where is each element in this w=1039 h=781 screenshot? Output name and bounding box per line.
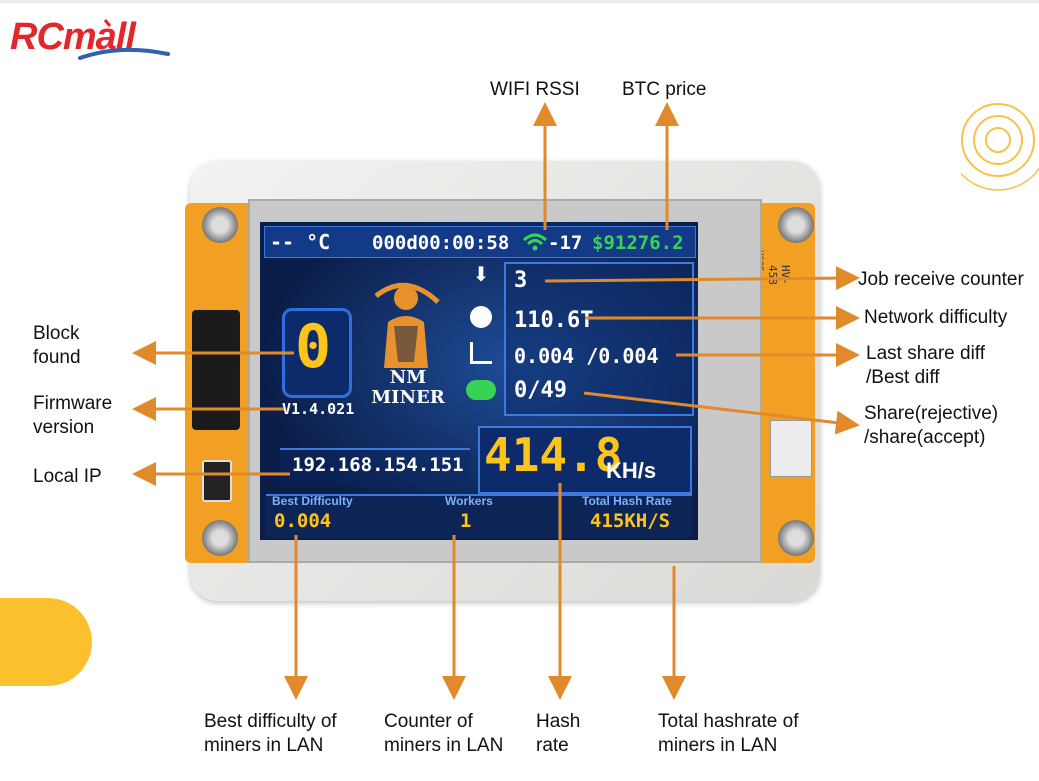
label-local-ip: Local IP [33, 466, 102, 487]
hashrate-box [478, 426, 692, 494]
lcd-bottom-bar [266, 494, 692, 538]
stats-panel [504, 262, 694, 416]
lcd-screen: -- °C 000d00:00:58 -17 $91276.2 0 V1.4.0… [260, 222, 698, 540]
right-component [770, 420, 812, 477]
label-hash-rate: Hash rate [536, 711, 581, 756]
decorative-rings-icon [947, 95, 1039, 191]
miner-logo-text: NM MINER [371, 367, 445, 408]
screw-top-left [202, 207, 238, 243]
label-counter-lan: Counter of miners in LAN [384, 711, 504, 756]
label-wifi-rssi: WIFI RSSI [490, 79, 580, 100]
total-hash-readout: 415KH/S [590, 510, 671, 532]
screw-bottom-left [202, 520, 238, 556]
job-counter-readout: 3 [514, 268, 528, 293]
label-last-share-diff: Last share diff /Best diff [866, 343, 986, 388]
label-firmware-version: Firmware version [33, 393, 113, 438]
label-btc-price: BTC price [622, 79, 707, 100]
workers-readout: 1 [460, 510, 472, 532]
download-icon: ⬇ [472, 264, 490, 286]
ip-box [280, 448, 470, 486]
screw-top-right [778, 207, 814, 243]
side-connector [202, 460, 232, 502]
shares-readout: 0/49 [514, 378, 567, 403]
hashrate-unit: KH/s [606, 458, 657, 483]
label-best-difficulty-lan: Best difficulty of miners in LAN [204, 711, 337, 756]
brand-logo: RCmall [10, 14, 180, 64]
local-ip-readout: 192.168.154.151 [292, 454, 464, 476]
best-difficulty-label: Best Difficulty [272, 494, 353, 508]
block-found-readout: 0 [295, 312, 332, 382]
wifi-rssi-readout: -17 [548, 232, 583, 254]
label-block-found: Block found [33, 323, 81, 368]
temperature-readout: -- °C [270, 230, 331, 254]
firmware-readout: V1.4.021 [282, 400, 355, 418]
label-share-counts: Share(rejective) /share(accept) [864, 403, 999, 448]
cloud-upload-icon [466, 380, 496, 400]
total-hash-label: Total Hash Rate [582, 494, 672, 508]
hashrate-readout: 414.8 [484, 428, 623, 482]
miner-figure-icon [374, 282, 440, 368]
best-difficulty-readout: 0.004 [274, 510, 332, 532]
label-total-hashrate-lan: Total hashrate of miners in LAN [658, 711, 799, 756]
side-module [192, 310, 240, 430]
workers-label: Workers [445, 494, 493, 508]
uptime-readout: 000d00:00:58 [372, 232, 510, 254]
chart-icon [470, 342, 492, 364]
network-difficulty-readout: 110.6T [514, 308, 594, 333]
lcd-top-bar [264, 226, 696, 258]
wifi-icon [522, 233, 548, 251]
board-silkscreen: HV-458 [766, 265, 792, 285]
share-diff-readout: 0.004 /0.004 [514, 344, 659, 368]
top-border [0, 0, 1039, 3]
btc-price-readout: $91276.2 [592, 232, 684, 254]
globe-icon [470, 306, 492, 328]
label-job-counter: Job receive counter [858, 269, 1024, 290]
screw-bottom-right [778, 520, 814, 556]
logo-swoosh-icon [78, 19, 170, 60]
decorative-half-circle [0, 598, 92, 686]
label-network-difficulty: Network difficulty [864, 307, 1008, 328]
